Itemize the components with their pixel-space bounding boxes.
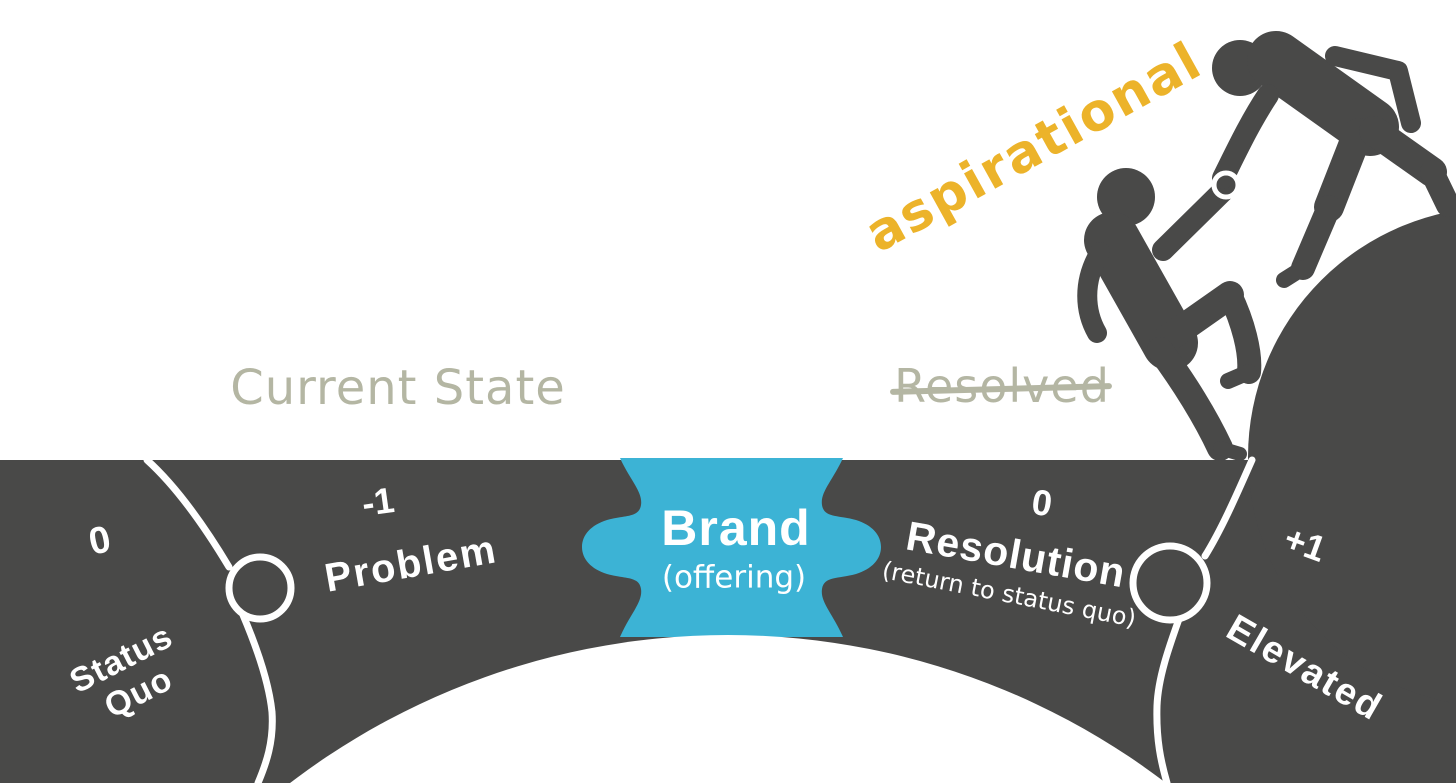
climber-bent-shin — [1218, 283, 1262, 384]
climber-bent-thigh — [1149, 281, 1244, 356]
climber-torso — [1084, 212, 1198, 371]
climber-trailing-foot — [1213, 441, 1247, 461]
helper-bracing-arm — [1325, 46, 1421, 133]
helper-front-foot — [1276, 260, 1311, 288]
helping-hand-figures-icon — [1077, 31, 1456, 461]
brand-puzzle-piece — [582, 458, 881, 637]
left-seam-upper — [143, 456, 233, 571]
problem-score: -1 — [359, 479, 397, 525]
left-seam-lower — [239, 611, 276, 783]
arch-cutout — [290, 635, 1166, 783]
helper-front-shin — [1291, 195, 1341, 280]
brand-title: Brand — [661, 499, 811, 556]
hand-grip-ring-icon — [1211, 170, 1241, 200]
helper-rear-shin — [1420, 160, 1456, 217]
current-state-label: Current State — [230, 359, 566, 416]
puzzle-seams — [143, 456, 1256, 783]
brand-subtitle: (offering) — [661, 559, 807, 596]
climber-lower-arm — [1077, 242, 1110, 343]
right-seam-knob — [1129, 542, 1211, 624]
climber-trailing-leg — [1147, 337, 1233, 461]
helper-front-thigh — [1314, 118, 1373, 222]
right-seam-upper — [1201, 456, 1256, 560]
helper-reaching-arm — [1212, 84, 1279, 189]
mountain-rock-icon — [1248, 210, 1456, 704]
helper-torso — [1247, 31, 1399, 156]
climber-bent-foot — [1220, 364, 1257, 389]
climber-head — [1097, 168, 1155, 226]
right-seam-lower — [1153, 615, 1183, 783]
left-seam-knob — [225, 553, 295, 623]
